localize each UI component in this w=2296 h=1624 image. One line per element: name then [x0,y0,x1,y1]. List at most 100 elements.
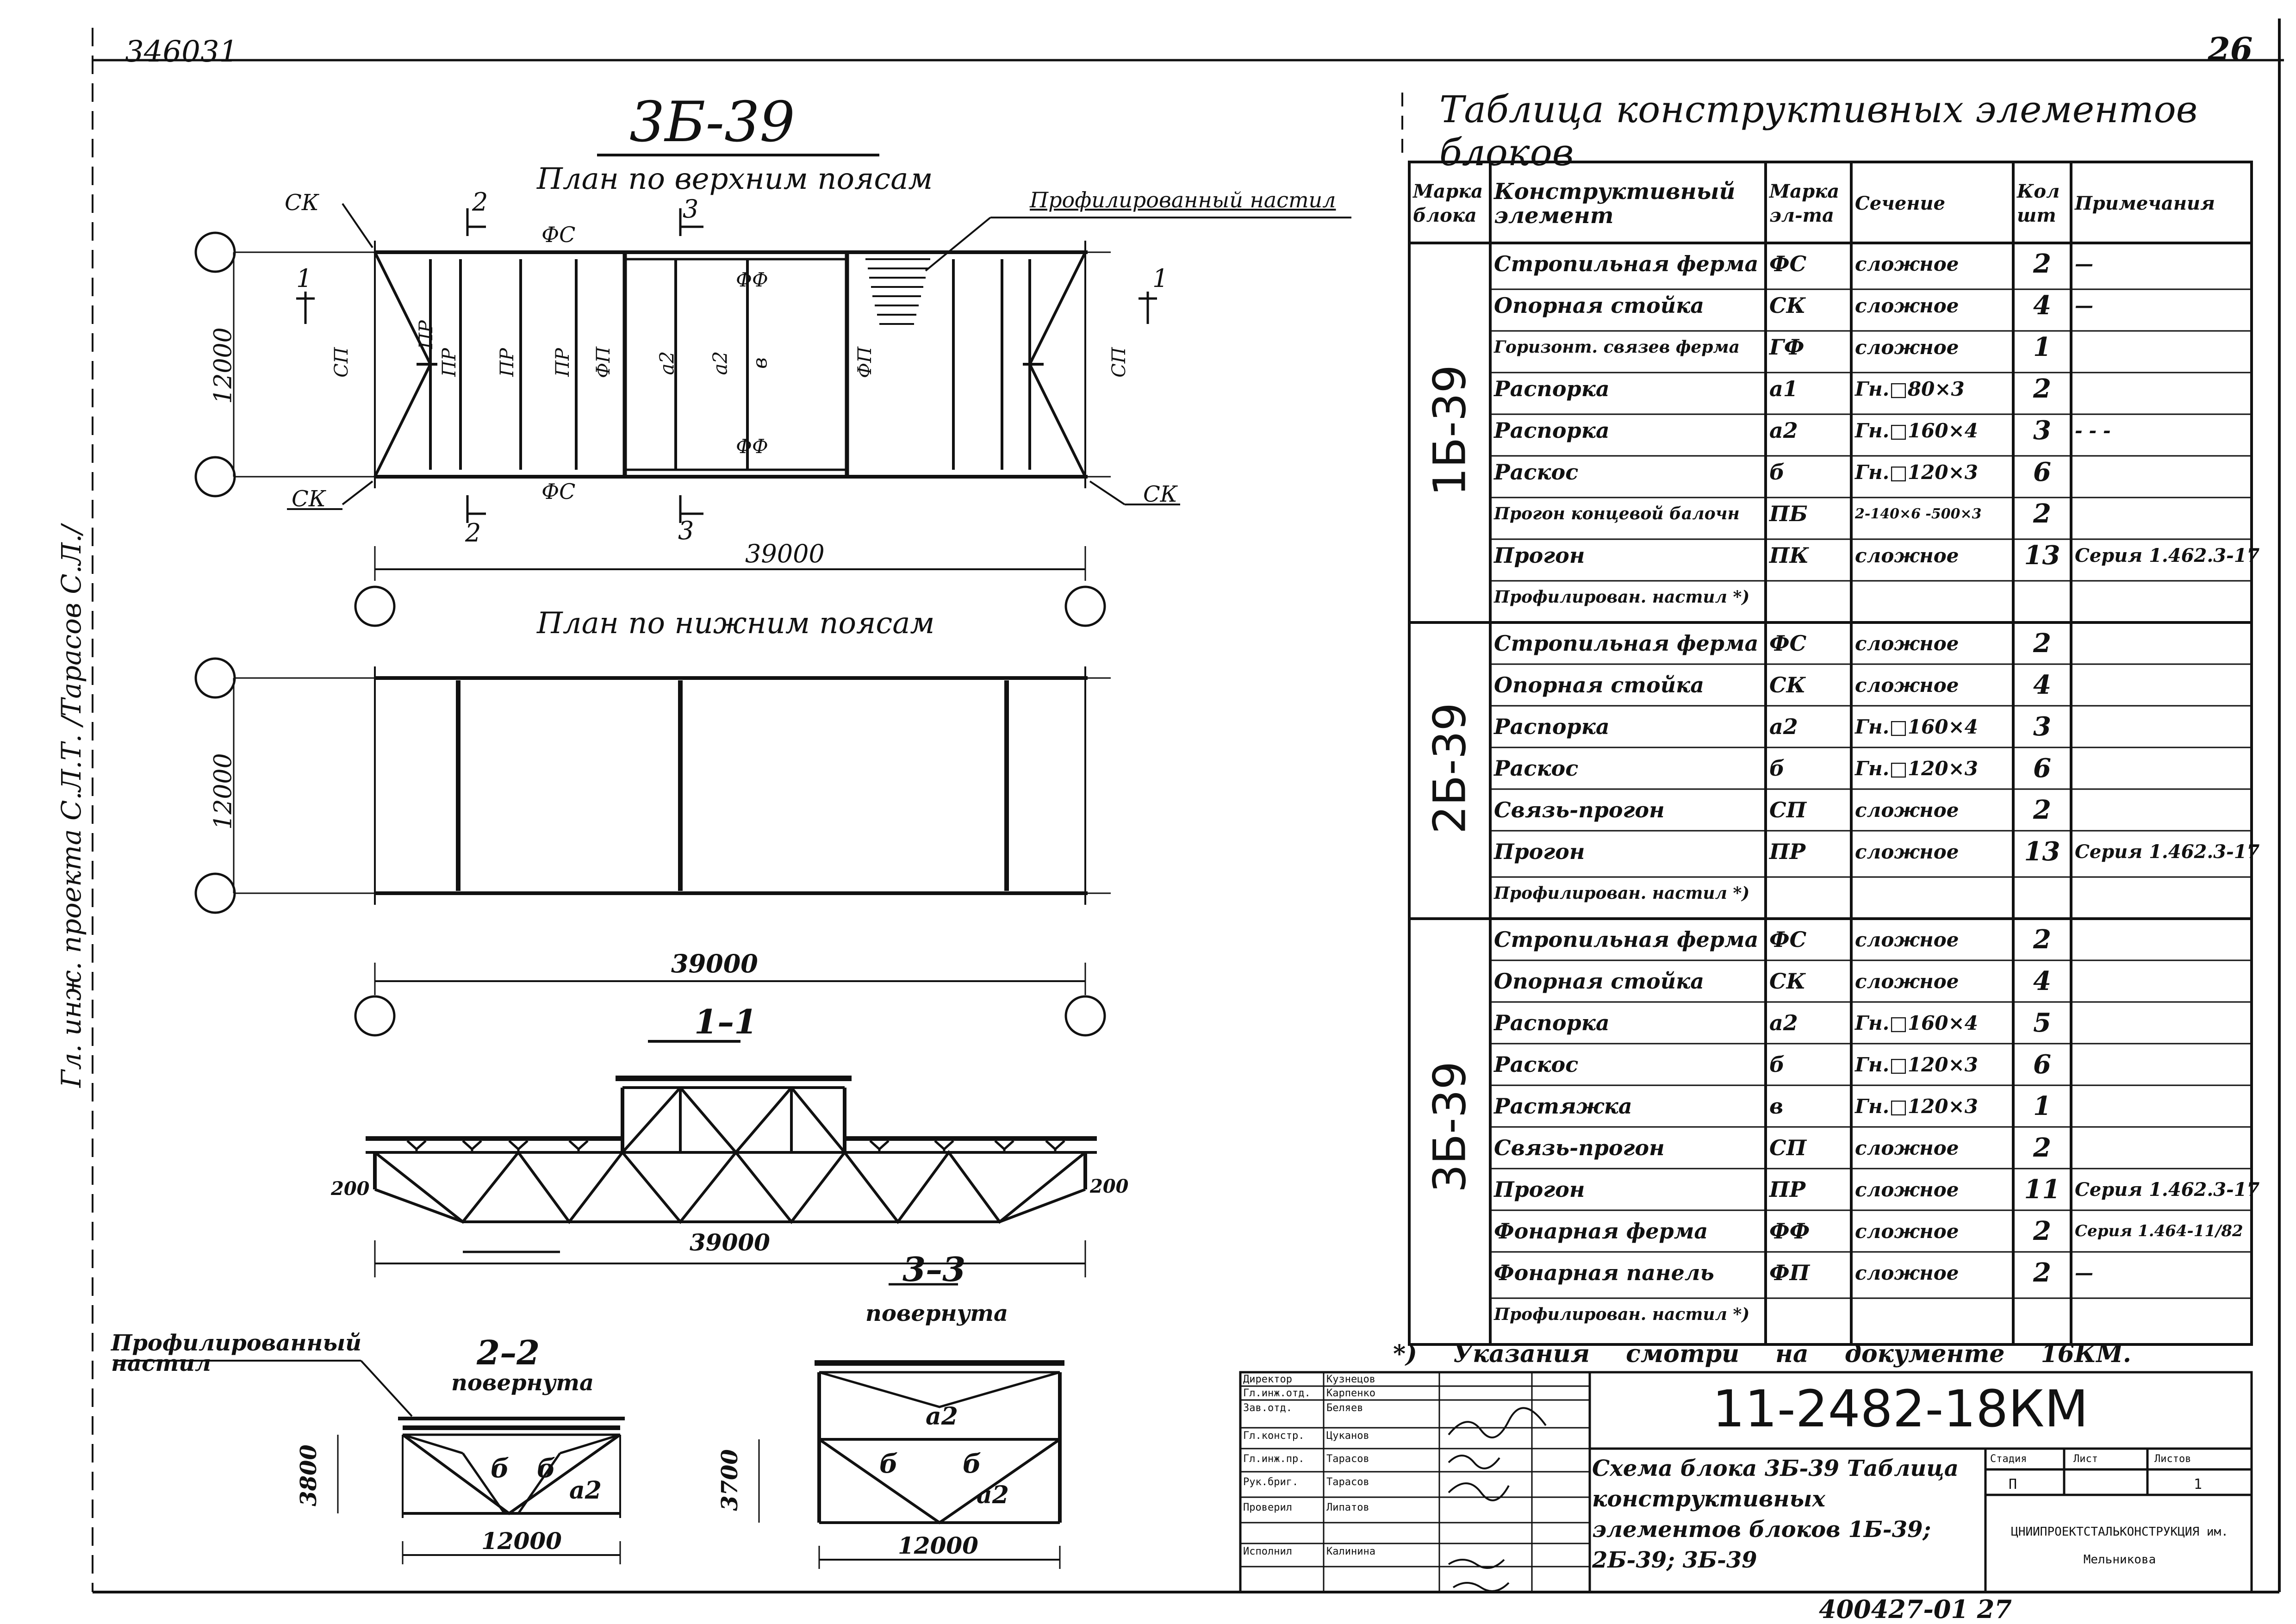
dim-span-bottom: 39000 [671,949,758,978]
table-cell-section [1855,1296,2010,1332]
table-header-cell: Марка блока [1413,180,1483,226]
stamp-name: Карпенко [1326,1388,1375,1399]
table-cell-note [2075,1046,2248,1083]
stamp-code: 11-2482-18КМ [1712,1379,2089,1438]
table-cell-section: сложное [1855,336,1959,359]
section-3-geometry [758,1283,1064,1569]
table-cell-section: Гн.□120×3 [1855,460,1979,484]
label-a2-right: а2 [709,351,732,375]
stamp-name: Цуканов [1326,1430,1369,1442]
table-cell-qty: 2 [2033,1257,2051,1288]
table-cell-section: сложное [1855,1178,1959,1201]
table-cell-note: - - - [2075,419,2111,442]
section-2-height: 3800 [295,1444,322,1506]
table-cell-note [2075,1005,2248,1041]
table-cell-mark: б [1769,1052,1785,1077]
table-cell-element: Связь-прогон [1494,1135,1665,1160]
cut-3-top: 3 [683,194,699,224]
table-cell-note: — [2075,253,2093,275]
signatures [1448,1407,1547,1592]
table-cell-section: сложное [1855,798,1959,821]
table-cell-note [2075,329,2248,365]
table-cell-section: Гн.□120×3 [1855,1095,1979,1118]
table-cell-mark [1769,1296,1848,1332]
table-cell-qty: 4 [2033,966,2051,996]
table-cell-note [2075,875,2248,911]
label-pr-4: ПР [552,348,573,377]
table-cell-mark: а2 [1769,1010,1798,1035]
stamp-name: Тарасов [1326,1453,1369,1465]
table-cell-qty: 1 [2033,332,2051,362]
table-title: Таблица конструктивных элементов блоков [1439,88,2198,174]
table-cell-section: Гн.□120×3 [1855,757,1979,780]
table-cell-element: Профилирован. настил *) [1494,1305,1750,1324]
table-cell-mark: СП [1769,1135,1807,1160]
table-cell-qty [2017,579,2067,615]
table-cell-mark: а2 [1769,714,1798,739]
section-2-deck-label: Профилированный настил [111,1330,362,1376]
cut-1-left: 1 [296,264,312,293]
stamp-sheet-value: 1 [2194,1476,2203,1493]
table-cell-note [2075,1088,2248,1124]
table-cell-mark: ПР [1769,1177,1806,1202]
label-pr-1: ПР [415,320,437,349]
deck-label: Профилированный настил [1030,187,1336,212]
plan-top-geometry [194,203,1351,627]
table-cell-element: Прогон [1494,1177,1585,1202]
table-cell-qty: 6 [2033,753,2051,784]
table-cell-qty: 3 [2033,415,2051,446]
table-cell-qty: 13 [2024,836,2060,867]
table-cell-note [2075,921,2248,958]
table-cell-note [2075,371,2248,407]
table-cell-note [2075,454,2248,490]
table-cell-element: Профилирован. настил *) [1494,884,1750,903]
stamp-role: Исполнил [1243,1546,1292,1557]
dim-width-bottom: 12000 [209,753,237,830]
table-cell-mark: ФФ [1769,1219,1810,1244]
table-header-cell: Марка эл-та [1769,180,1840,226]
table-cell-qty: 4 [2033,670,2051,700]
label-sk-bl: СК [292,486,326,512]
table-cell-section: Гн.□120×3 [1855,1053,1979,1076]
table-cell-note [2075,1130,2248,1166]
table-cell-mark: СК [1769,672,1806,697]
table-cell-element: Опорная стойка [1494,672,1705,697]
table-header-cell: Сечение [1855,193,1946,214]
table-cell-mark: ФС [1769,251,1807,276]
stamp-name: Кузнецов [1326,1374,1375,1385]
stamp-name: Калинина [1326,1546,1375,1557]
section-3-label-a2b: а2 [977,1481,1009,1509]
table-cell-section: сложное [1855,1220,1959,1243]
section-2-width: 12000 [481,1527,562,1555]
section-3-label-b1: б [879,1449,898,1479]
sheet-number: 26 [2208,30,2253,68]
table-cell-section: сложное [1855,673,1959,697]
table-cell-mark: ГФ [1769,335,1804,360]
stamp-name: Беляев [1326,1402,1363,1414]
table-cell-note [2075,579,2248,615]
table-cell-qty: 2 [2033,373,2051,404]
table-cell-element: Распорка [1494,1010,1610,1035]
label-v: в [748,357,772,369]
table-cell-element: Растяжка [1494,1094,1632,1119]
stamp-role: Проверил [1243,1502,1292,1513]
label-ff-top: ФФ [736,268,768,291]
doc-number-top: 346031 [125,35,238,69]
stamp-inventory: 400427-01 27 [1819,1594,2012,1624]
table-cell-qty: 2 [2033,628,2051,659]
cut-3-bottom: 3 [678,516,694,545]
table-cell-section: сложное [1855,252,1959,275]
section-1-dim-right: 200 [1090,1176,1129,1197]
stamp-role: Директор [1243,1374,1292,1385]
table-cell-mark: б [1769,756,1785,781]
stamp-stage-value: П [2009,1476,2017,1493]
section-3-width: 12000 [898,1532,978,1559]
stamp-org: ЦНИИПРОЕКТСТАЛЬКОНСТРУКЦИЯ им. Мельников… [2011,1525,2228,1567]
table-cell-mark: ПБ [1769,501,1808,526]
label-a2-left: а2 [655,351,678,375]
table-cell-element: Профилирован. настил *) [1494,587,1750,607]
table-cell-section: Гн.□80×3 [1855,377,1965,400]
table-cell-section: Гн.□160×4 [1855,1011,1979,1034]
table-cell-mark: ФС [1769,927,1807,952]
stamp-stage-label: Стадия [1990,1453,2027,1465]
